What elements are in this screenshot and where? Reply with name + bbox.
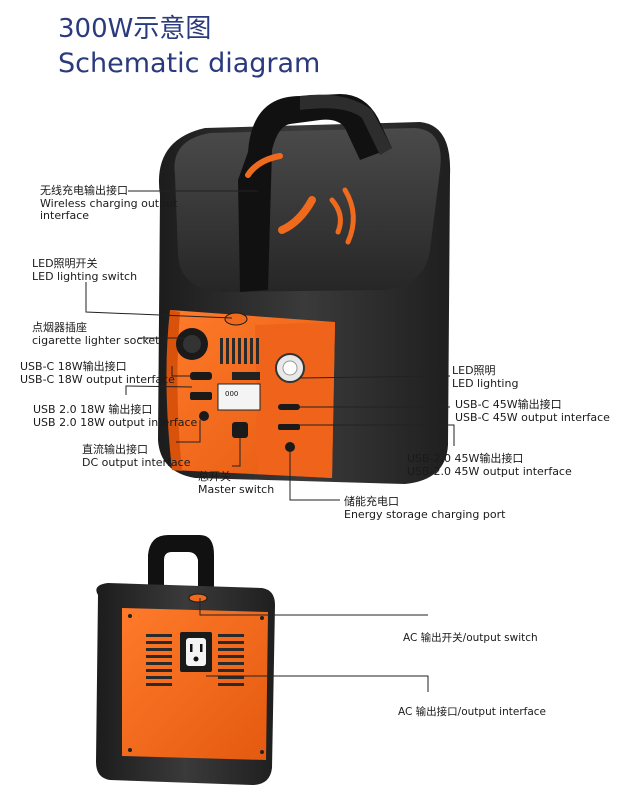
label-usbc18-en: USB-C 18W output interface <box>20 372 175 386</box>
label-ac-interface: AC 输出接口/output interface <box>398 706 546 719</box>
master-switch-button <box>232 422 248 438</box>
label-master-cn: 总开关 <box>198 470 231 483</box>
title-english: Schematic diagram <box>58 48 321 79</box>
energy-charging-port <box>285 442 295 452</box>
label-usb2-45w: USB-2.0 45W输出接口 USB-2.0 45W output inter… <box>407 452 572 478</box>
lcd-display <box>217 383 261 411</box>
label-usb-c-45w: USB-C 45W输出接口 USB-C 45W output interface <box>455 398 610 424</box>
label-wireless-en: Wireless charging output interface <box>40 196 178 222</box>
label-cig-en: cigarette lighter socket <box>32 333 160 347</box>
rear-vents <box>146 634 244 686</box>
label-wireless-charging: 无线充电输出接口 Wireless charging output interf… <box>40 184 185 223</box>
usb-c-18w-port <box>190 372 212 380</box>
label-energy-port: 储能充电口 Energy storage charging port <box>344 495 506 521</box>
label-usb2-18-en: USB 2.0 18W output interface <box>33 415 198 429</box>
label-usbc18-cn: USB-C 18W输出接口 <box>20 360 127 373</box>
dc-port <box>199 411 209 421</box>
lcd-reading: 000 <box>225 390 238 398</box>
label-usb2-45-en: USB-2.0 45W output interface <box>407 464 572 478</box>
label-usbc45-en: USB-C 45W output interface <box>455 410 610 424</box>
power-station-rear-view <box>96 535 275 785</box>
label-usb2-18w: USB 2.0 18W 输出接口 USB 2.0 18W output inte… <box>33 403 198 429</box>
label-master-en: Master switch <box>198 482 275 496</box>
label-cigarette-socket: 点烟器插座 cigarette lighter socket <box>32 321 160 347</box>
label-usb-c-18w: USB-C 18W输出接口 USB-C 18W output interface <box>20 360 175 386</box>
label-led-switch-en: LED lighting switch <box>32 269 138 283</box>
label-usb2-45-cn: USB-2.0 45W输出接口 <box>407 452 524 465</box>
wireless-charging-pad-icon <box>245 153 356 245</box>
carry-handle <box>238 94 392 292</box>
label-usbc45-cn: USB-C 45W输出接口 <box>455 398 562 411</box>
label-led-lighting: LED照明 LED lighting <box>452 364 519 390</box>
label-ac-iface-text: AC 输出接口/output interface <box>398 706 547 718</box>
power-station-front-view: 000 <box>158 94 451 484</box>
label-led-light-cn: LED照明 <box>452 364 496 377</box>
front-vents <box>220 338 259 364</box>
label-energy-cn: 储能充电口 <box>344 495 399 508</box>
label-ac-switch: AC 输出开关/output switch <box>403 632 538 645</box>
label-usb2-18-cn: USB 2.0 18W 输出接口 <box>33 403 153 416</box>
leader-lines <box>85 190 455 692</box>
label-led-switch: LED照明开关 LED lighting switch <box>32 257 138 283</box>
title-chinese: 300W示意图 <box>58 14 212 44</box>
label-wireless-cn: 无线充电输出接口 <box>40 184 128 197</box>
label-led-light-en: LED lighting <box>452 376 519 390</box>
label-cig-cn: 点烟器插座 <box>32 321 87 334</box>
usb-2-45w-port <box>278 424 300 430</box>
label-led-switch-cn: LED照明开关 <box>32 257 98 270</box>
usb-c-45w-port <box>278 404 300 410</box>
label-energy-en: Energy storage charging port <box>344 507 506 521</box>
label-master-switch: 总开关 Master switch <box>198 470 275 496</box>
label-dc-en: DC output interface <box>82 455 191 469</box>
usb-2-18w-port <box>190 392 212 400</box>
label-ac-switch-text: AC 输出开关/output switch <box>403 632 538 644</box>
ac-switch-button <box>188 593 208 603</box>
label-dc-output: 直流输出接口 DC output interface <box>82 443 191 469</box>
front-panel-right <box>255 322 335 478</box>
label-dc-cn: 直流输出接口 <box>82 443 148 456</box>
led-switch-button <box>224 312 248 326</box>
